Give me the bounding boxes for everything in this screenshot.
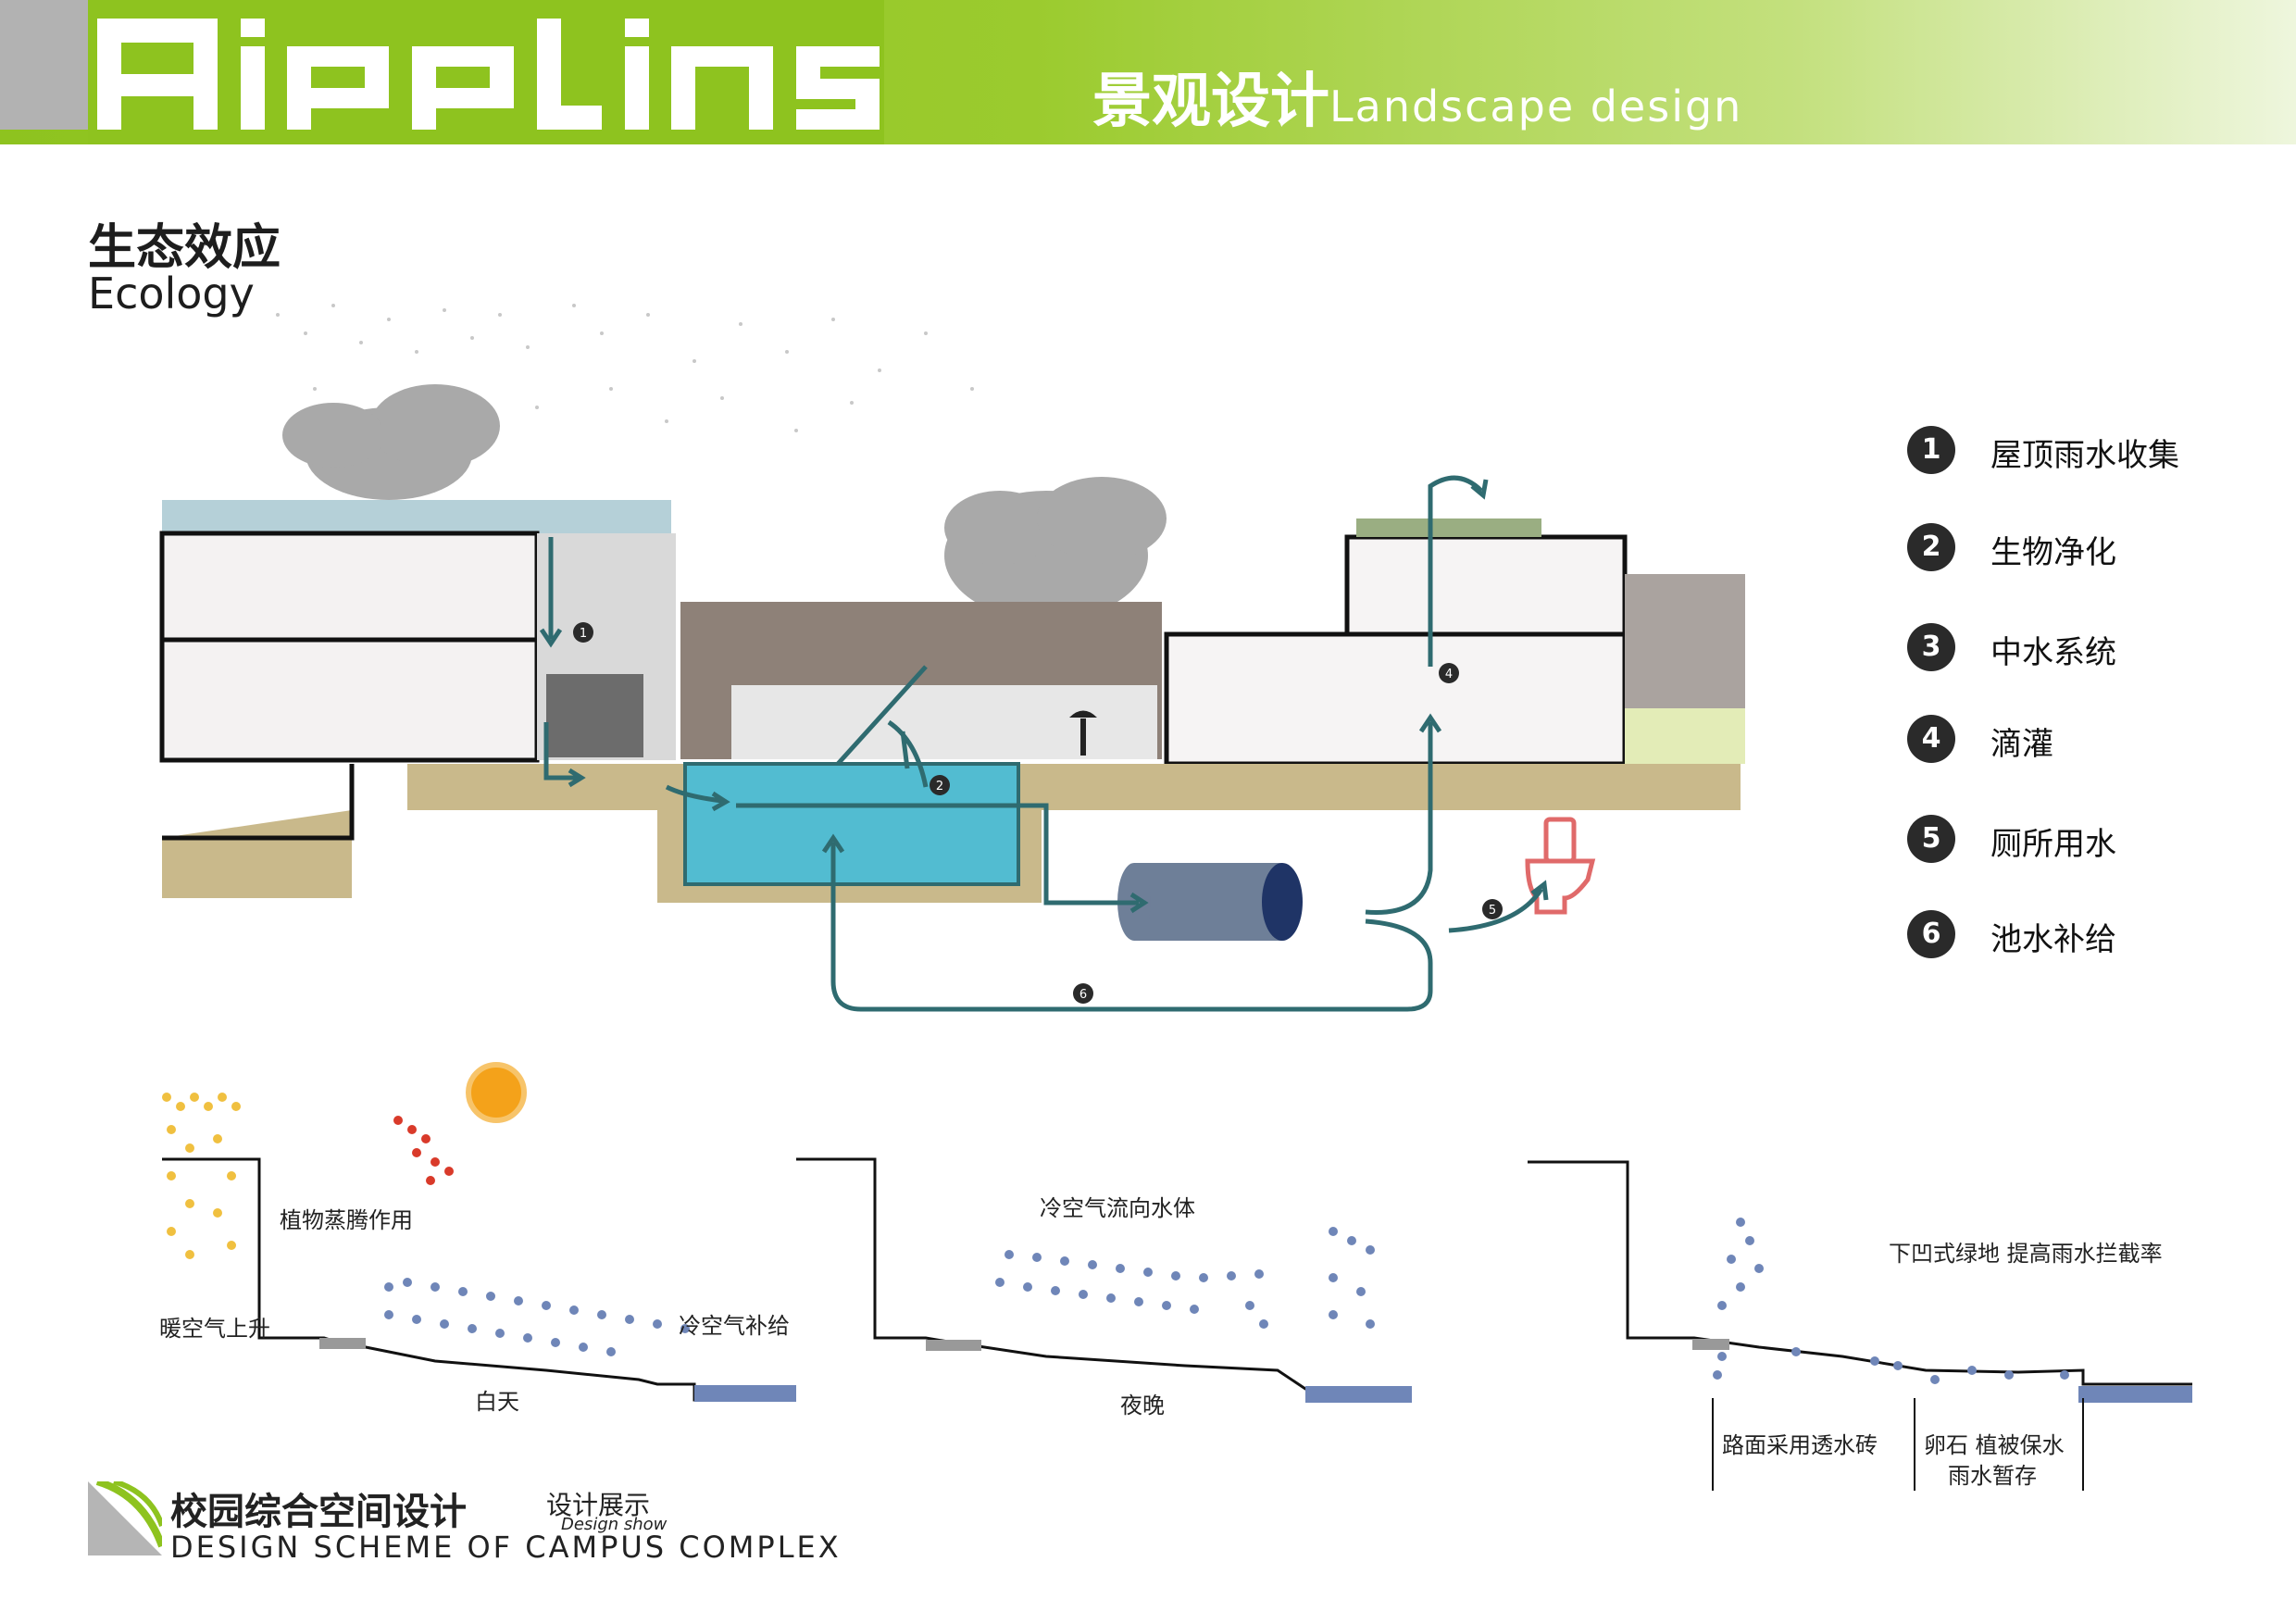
label-day: 白天 [475, 1389, 519, 1415]
legend-label: 生物净化 [1990, 534, 2116, 571]
header-gray-block [0, 0, 88, 130]
header-title-en: Landscape design [1329, 81, 1743, 131]
footer-show-cn: 设计展示 [546, 1490, 651, 1520]
label-transpiration: 植物蒸腾作用 [280, 1207, 413, 1233]
person-icon [1069, 710, 1097, 756]
legend-label: 厕所用水 [1990, 826, 2116, 863]
panel-night [796, 1157, 1412, 1403]
marker-4: 4 [1445, 668, 1453, 681]
marker-1: 1 [580, 627, 587, 641]
label-warm-air: 暖空气上升 [159, 1316, 270, 1342]
label-paving: 路面采用透水砖 [1722, 1432, 1878, 1458]
legend-num: 6 [1907, 910, 1955, 958]
label-cool-air: 冷空气补给 [679, 1313, 790, 1339]
footer-show-en: Design show [561, 1515, 668, 1534]
label-night: 夜晚 [1120, 1393, 1165, 1418]
legend-num: 1 [1907, 426, 1955, 474]
toilet-icon [1525, 817, 1596, 915]
legend-label: 滴灌 [1990, 726, 2053, 763]
label-storage: 雨水暂存 [1948, 1463, 2037, 1489]
legend-num: 4 [1907, 715, 1955, 763]
marker-2: 2 [936, 780, 943, 793]
left-building [159, 500, 676, 763]
marker-5: 5 [1489, 904, 1496, 918]
label-cool-flow: 冷空气流向水体 [1040, 1195, 1195, 1221]
legend-label: 中水系统 [1990, 634, 2116, 671]
steps [731, 685, 1157, 759]
panel-rain [1528, 1160, 2192, 1491]
legend-num: 3 [1907, 623, 1955, 671]
tree-icon [282, 384, 1167, 620]
legend-num: 2 [1907, 523, 1955, 571]
section-title: 生态效应 [88, 220, 281, 276]
footer-title-en: DESIGN SCHEME OF CAMPUS COMPLEX [170, 1530, 842, 1565]
legend-num: 5 [1907, 815, 1955, 863]
panel-day [162, 1062, 796, 1402]
right-building [1164, 518, 1745, 767]
header-logo [88, 0, 884, 144]
sun-icon [466, 1062, 527, 1123]
legend-label: 屋顶雨水收集 [1990, 437, 2179, 474]
marker-6: 6 [1079, 988, 1087, 1002]
pool [683, 762, 1020, 886]
legend-label: 池水补给 [1990, 921, 2116, 958]
flow-arrows [539, 475, 1549, 1012]
section-subtitle: Ecology [88, 269, 255, 319]
microclimate-panels [162, 1062, 2192, 1491]
markers: 1 2 4 5 6 [573, 622, 1503, 1004]
header-title: 景观设计Landscape design [1092, 54, 1742, 139]
label-sunken: 下凹式绿地 提高雨水拦截率 [1889, 1241, 2163, 1267]
rippling-logo-icon [97, 19, 880, 130]
footer-title-cn: 校园综合空间设计 [170, 1491, 467, 1533]
header-title-cn: 景观设计 [1092, 68, 1329, 136]
footer-logo-icon [88, 1481, 162, 1555]
label-pebble: 卵石 植被保水 [1924, 1432, 2065, 1458]
